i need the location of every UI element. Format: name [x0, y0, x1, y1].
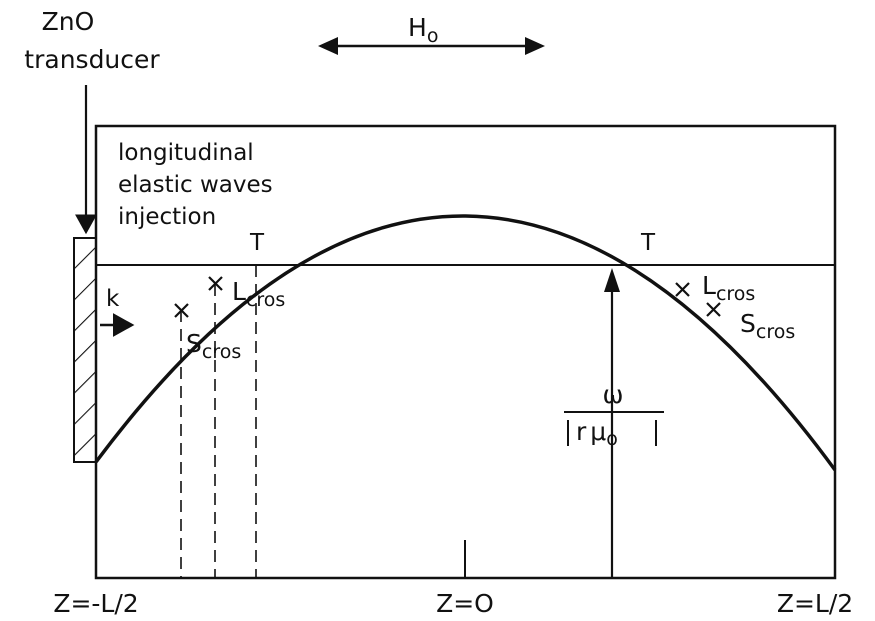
field-double-arrow: [318, 37, 545, 55]
turning-point-left-label: T: [249, 230, 265, 256]
axis-label-right: Z=L/2: [777, 589, 853, 618]
zno-transducer-block: [73, 237, 97, 463]
field-profile-curve: [94, 214, 837, 472]
right-s-cros-label: Scros: [740, 309, 795, 343]
injection-label-line3: injection: [118, 204, 216, 230]
injection-label-line2: elastic waves: [118, 172, 273, 198]
left-l-cros-label: Lcros: [232, 277, 285, 311]
frequency-ratio-numerator: ω: [603, 380, 624, 409]
field-label: Ho: [408, 13, 438, 47]
cross-marker-right-l: [675, 282, 690, 297]
cross-marker-left-s: [174, 303, 189, 318]
cross-marker-left-l: [208, 276, 223, 291]
right-l-cros-label: Lcros: [702, 271, 755, 305]
injection-label-line1: longitudinal: [118, 140, 254, 166]
svg-text:rμo: rμo: [576, 417, 618, 450]
turning-point-right-label: T: [640, 230, 656, 256]
transducer-label-line1: ZnO: [42, 7, 95, 36]
wavevector-label: k: [106, 286, 120, 312]
left-s-cros-label: Scros: [186, 329, 241, 363]
cross-marker-right-s: [706, 302, 721, 317]
axis-label-left: Z=-L/2: [53, 589, 138, 618]
axis-label-center: Z=O: [436, 589, 494, 618]
transducer-label-line2: transducer: [24, 45, 160, 74]
frequency-level-arrow: [604, 268, 620, 578]
